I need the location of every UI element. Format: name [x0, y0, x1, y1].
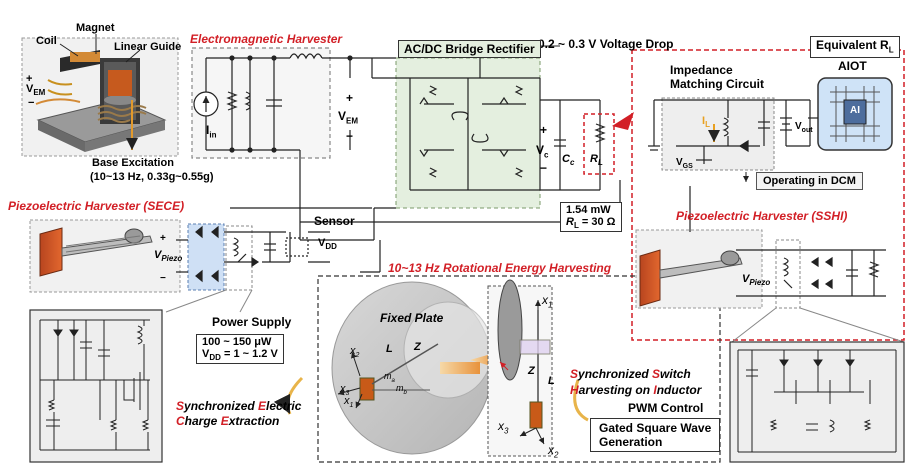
em-harvester-schematic — [191, 47, 372, 240]
sece-detail-circuit — [29, 309, 163, 463]
vdd-range: VDD = 1 ~ 1.2 V — [202, 348, 278, 363]
bridge-rectifier — [371, 40, 634, 209]
base-excitation-params: (10~13 Hz, 0.33g~0.55g) — [90, 171, 214, 183]
ai-chip-label: AI — [850, 105, 860, 116]
v-em-label: VEM — [338, 109, 359, 126]
callout-arrow-sece — [273, 376, 304, 415]
fixed-plate-label: Fixed Plate — [380, 311, 444, 325]
x1-axis-left: x1 — [344, 395, 354, 410]
v-dd-label: VDD — [318, 237, 337, 252]
linear-guide-label: Linear Guide — [114, 41, 182, 53]
v-piezo-label: VPiezo — [154, 249, 183, 264]
x3-axis-right: x3 — [498, 419, 509, 436]
i-l-label: IL — [702, 115, 710, 130]
load-spec-box: 1.54 mW RL = 30 Ω — [560, 202, 622, 233]
v-piezo-sshi-label: VPiezo — [742, 273, 771, 288]
L-label-right: L — [548, 375, 555, 387]
sshi-detail-circuit — [729, 341, 905, 463]
L-label-left: L — [386, 343, 393, 355]
em-harvester-device — [21, 34, 179, 157]
generation-label: Generation — [599, 435, 663, 449]
impedance-label-1: Impedance — [670, 63, 733, 77]
piezo-sshi-title: Piezoelectric Harvester (SSHI) — [676, 209, 848, 223]
operating-dcm-tag: Operating in DCM — [756, 172, 863, 190]
v-piezo-minus: − — [160, 273, 166, 284]
impedance-label-2: Matching Circuit — [670, 77, 765, 91]
v-c-label: Vc — [536, 143, 549, 160]
v-em-minus: − — [346, 129, 354, 143]
rotational-title: 10~13 Hz Rotational Energy Harvesting — [388, 261, 612, 275]
sece-expansion-2: Charge Extraction — [176, 414, 280, 428]
base-excitation-label: Base Excitation — [92, 157, 174, 169]
mb-label-left: mb — [396, 383, 407, 396]
x1-axis-right: x1 — [542, 293, 553, 310]
c-c-label: Cc — [562, 153, 575, 168]
equivalent-rl-region — [631, 49, 905, 341]
power-value: 1.54 mW — [566, 204, 611, 216]
gated-square-box: Gated Square Wave Generation — [590, 418, 721, 452]
power-supply-label: Power Supply — [212, 315, 292, 329]
power-range: 100 ~ 150 μW — [202, 336, 272, 348]
sensor-label: Sensor — [314, 214, 355, 228]
r-l-label: RL — [590, 153, 603, 168]
v-gs-label: VGS — [676, 157, 693, 170]
magnet-label: Magnet — [76, 22, 115, 34]
v-em-small-label: VEM — [26, 83, 46, 98]
Z-label-right: Z — [528, 365, 535, 377]
gated-square-label: Gated Square Wave — [599, 421, 712, 435]
piezo-sece-title: Piezoelectric Harvester (SECE) — [8, 199, 185, 213]
em-harvester-title: Electromagnetic Harvester — [190, 32, 343, 46]
equivalent-rl-title: Equivalent RL — [810, 36, 900, 58]
x3-axis-left: x3 — [340, 383, 350, 398]
coil-label: Coil — [36, 35, 57, 47]
voltage-drop-label: 0.2 ~ 0.3 V Voltage Drop — [538, 37, 674, 51]
v-out-label: Vout — [795, 121, 813, 134]
bridge-rectifier-title: AC/DC Bridge Rectifier — [398, 40, 541, 58]
em-minus-small: − — [28, 97, 35, 109]
v-c-plus: + — [540, 123, 548, 137]
rl-value: RL = 30 Ω — [566, 216, 616, 231]
ma-label-left: ma — [384, 371, 395, 384]
v-c-minus: − — [540, 161, 548, 175]
sece-expansion-1: Synchronized Electric — [176, 399, 302, 413]
rotational-harvester-panel — [317, 275, 721, 463]
sshi-expansion-1: Synchronized Switch — [570, 367, 691, 381]
callout-arrow-sshi — [573, 379, 589, 422]
piezo-sece-device — [29, 219, 181, 293]
sece-circuit — [165, 223, 330, 313]
v-em-plus: + — [346, 91, 354, 105]
sshi-expansion-2: Harvesting on Inductor — [570, 383, 702, 397]
v-piezo-plus: + — [160, 233, 166, 244]
piezo-sshi-device — [635, 229, 763, 309]
x2-axis-left: x2 — [350, 345, 360, 360]
x2-axis-right: x2 — [548, 443, 559, 460]
Z-label-left: Z — [414, 341, 421, 353]
power-supply-box: 100 ~ 150 μW VDD = 1 ~ 1.2 V — [196, 334, 284, 365]
pwm-control-label: PWM Control — [628, 401, 704, 415]
i-in-label: Iin — [206, 123, 217, 140]
sshi-circuit — [689, 186, 905, 343]
aiot-label: AIOT — [838, 59, 867, 73]
em-plus-small: + — [26, 73, 33, 85]
